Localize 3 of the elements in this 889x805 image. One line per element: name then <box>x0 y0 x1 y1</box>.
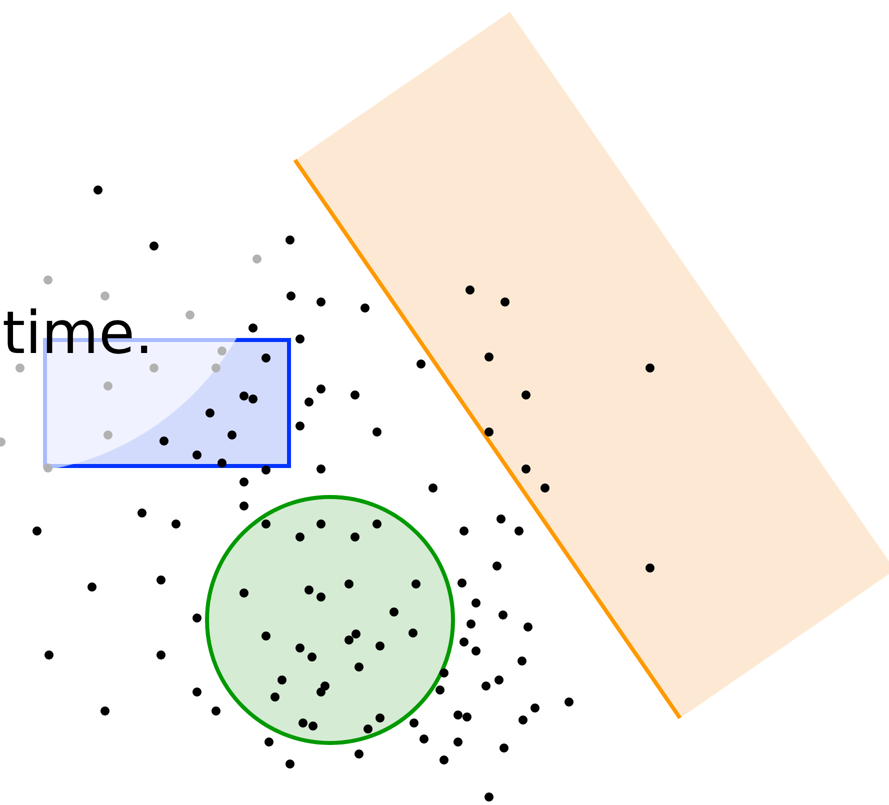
text-fragment: time. <box>4 308 148 354</box>
shaded-band <box>293 12 889 720</box>
circle <box>205 495 455 745</box>
